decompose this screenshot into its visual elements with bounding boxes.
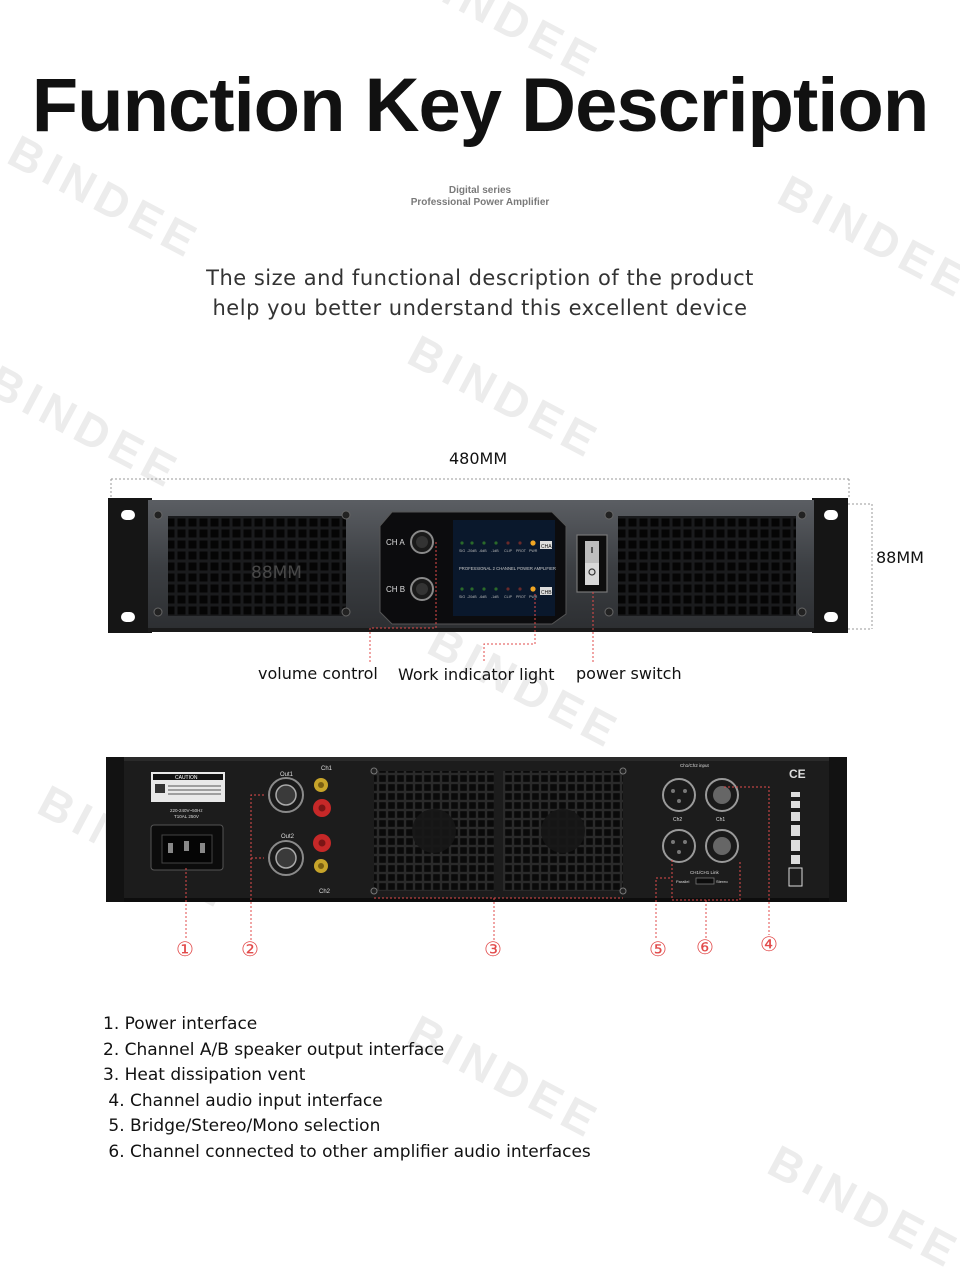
binding-posts xyxy=(313,778,331,873)
list-item: 5. Bridge/Stereo/Mono selection xyxy=(103,1116,381,1136)
ch-b-label: CH B xyxy=(386,585,405,594)
cooling-fan-left xyxy=(374,771,494,891)
out1-label: Out1 xyxy=(280,772,294,778)
rack-ear-left xyxy=(108,498,152,633)
indicator-leader xyxy=(483,594,536,662)
svg-text:PWR: PWR xyxy=(529,549,538,553)
leader-4 xyxy=(724,786,770,935)
svg-text:CLIP: CLIP xyxy=(504,549,513,553)
xlr-output-ch1-male xyxy=(705,778,739,812)
input-header: Ch1/Ch2 input xyxy=(680,763,710,768)
callout-number-2: ② xyxy=(241,939,259,961)
cha-tag: CHA xyxy=(541,544,552,550)
svg-text:SIG: SIG xyxy=(459,595,465,599)
ce-mark: CE xyxy=(789,767,806,781)
compliance-bars xyxy=(788,792,803,887)
cooling-fan-right xyxy=(503,771,623,891)
callout-number-1: ① xyxy=(176,939,194,961)
ch2-in-label: Ch2 xyxy=(673,817,682,823)
led-meter-row-a xyxy=(460,540,552,549)
volume-control-label: volume control xyxy=(258,664,378,683)
xlr-input-ch1-female xyxy=(662,778,696,812)
ch1-in-label: Ch1 xyxy=(716,817,725,823)
front-panel-diagram: CH A CH B CHA CHB PROFESSIONAL 2 CHANNEL… xyxy=(108,478,873,662)
subtitle-product: Professional Power Amplifier xyxy=(410,197,550,208)
ghost-dimension-label: 88MM xyxy=(251,563,302,583)
front-grille-right xyxy=(618,516,796,616)
svg-text:PROT: PROT xyxy=(516,595,527,599)
display-header-text: PROFESSIONAL 2 CHANNEL POWER AMPLIFIER xyxy=(459,566,556,571)
xlr-output-ch2-male xyxy=(705,829,739,863)
svg-text:-1dB: -1dB xyxy=(491,549,499,553)
meter-labels-b: SIG -20dB -6dB -1dB CLIP PROT PWR xyxy=(459,595,538,599)
ch1-out-label: Ch1 xyxy=(321,766,333,772)
led-meter-row-b xyxy=(460,586,552,595)
watermark: BINDEE xyxy=(760,1134,960,1280)
mode-selector-switch: Parallel Stereo xyxy=(676,877,729,885)
intro-line-1: The size and functional description of t… xyxy=(206,266,754,290)
xlr-input-ch2-female xyxy=(662,829,696,863)
width-label: 480MM xyxy=(449,449,508,468)
svg-text:-1dB: -1dB xyxy=(491,595,499,599)
speakon-out2 xyxy=(268,840,304,876)
svg-text:-20dB: -20dB xyxy=(467,595,477,599)
svg-text:Stereo: Stereo xyxy=(716,879,729,884)
svg-text:CAUTION: CAUTION xyxy=(175,775,198,781)
svg-text:-6dB: -6dB xyxy=(479,595,487,599)
rack-ear-right xyxy=(812,498,848,633)
leader-5 xyxy=(655,877,670,940)
rear-panel-diagram: CAUTION 220-240V~50Hz T10AL 250V Out1 Ou… xyxy=(106,757,847,940)
ch-a-label: CH A xyxy=(386,538,405,547)
callout-number-5: ⑤ xyxy=(649,939,667,961)
callout-number-3: ③ xyxy=(484,939,502,961)
svg-text:Parallel: Parallel xyxy=(676,879,689,884)
power-switch-label: power switch xyxy=(576,664,682,683)
volume-knob-a xyxy=(410,530,434,554)
list-item: 6. Channel connected to other amplifier … xyxy=(103,1141,591,1162)
list-item: 2. Channel A/B speaker output interface xyxy=(103,1039,445,1060)
volume-knob-b xyxy=(410,577,434,601)
caution-label: CAUTION xyxy=(151,772,225,802)
svg-text:CLIP: CLIP xyxy=(504,595,513,599)
leader-2 xyxy=(250,794,264,940)
work-indicator-label: Work indicator light xyxy=(398,665,555,684)
svg-text:PROT: PROT xyxy=(516,549,527,553)
svg-text:PWR: PWR xyxy=(529,595,538,599)
chb-tag: CHB xyxy=(541,590,552,596)
height-label: 88MM xyxy=(876,548,924,567)
front-grille-left xyxy=(168,516,346,616)
svg-text:SIG: SIG xyxy=(459,549,465,553)
list-item: 1. Power interface xyxy=(103,1014,258,1034)
volume-leader xyxy=(369,542,437,662)
description-list: 1. Power interface 2. Channel A/B speake… xyxy=(103,1014,591,1167)
voltage-text: 220-240V~50Hz xyxy=(170,808,203,813)
power-led-b xyxy=(530,586,536,592)
meter-labels-a: SIG -20dB -6dB -1dB CLIP PROT PWR xyxy=(459,549,538,553)
ch2-out-label: Ch2 xyxy=(319,889,331,895)
callout-number-6: ⑥ xyxy=(696,937,714,959)
svg-text:-20dB: -20dB xyxy=(467,549,477,553)
fuse-text: T10AL 250V xyxy=(174,814,199,819)
list-item: 3. Heat dissipation vent xyxy=(103,1065,306,1085)
power-inlet xyxy=(150,824,224,871)
subtitle-series: Digital series xyxy=(448,185,512,196)
list-item: 4. Channel audio input interface xyxy=(103,1090,383,1111)
link-label: CH1/CH1 Link xyxy=(690,870,720,875)
callout-number-4: ④ xyxy=(760,934,778,956)
power-switch xyxy=(576,534,608,593)
page-title: Function Key Description xyxy=(31,63,930,148)
svg-text:-6dB: -6dB xyxy=(479,549,487,553)
intro-line-2: help you better understand this excellen… xyxy=(212,296,748,320)
speakon-out1 xyxy=(268,777,304,813)
out2-label: Out2 xyxy=(281,834,295,840)
power-led-a xyxy=(530,540,536,546)
